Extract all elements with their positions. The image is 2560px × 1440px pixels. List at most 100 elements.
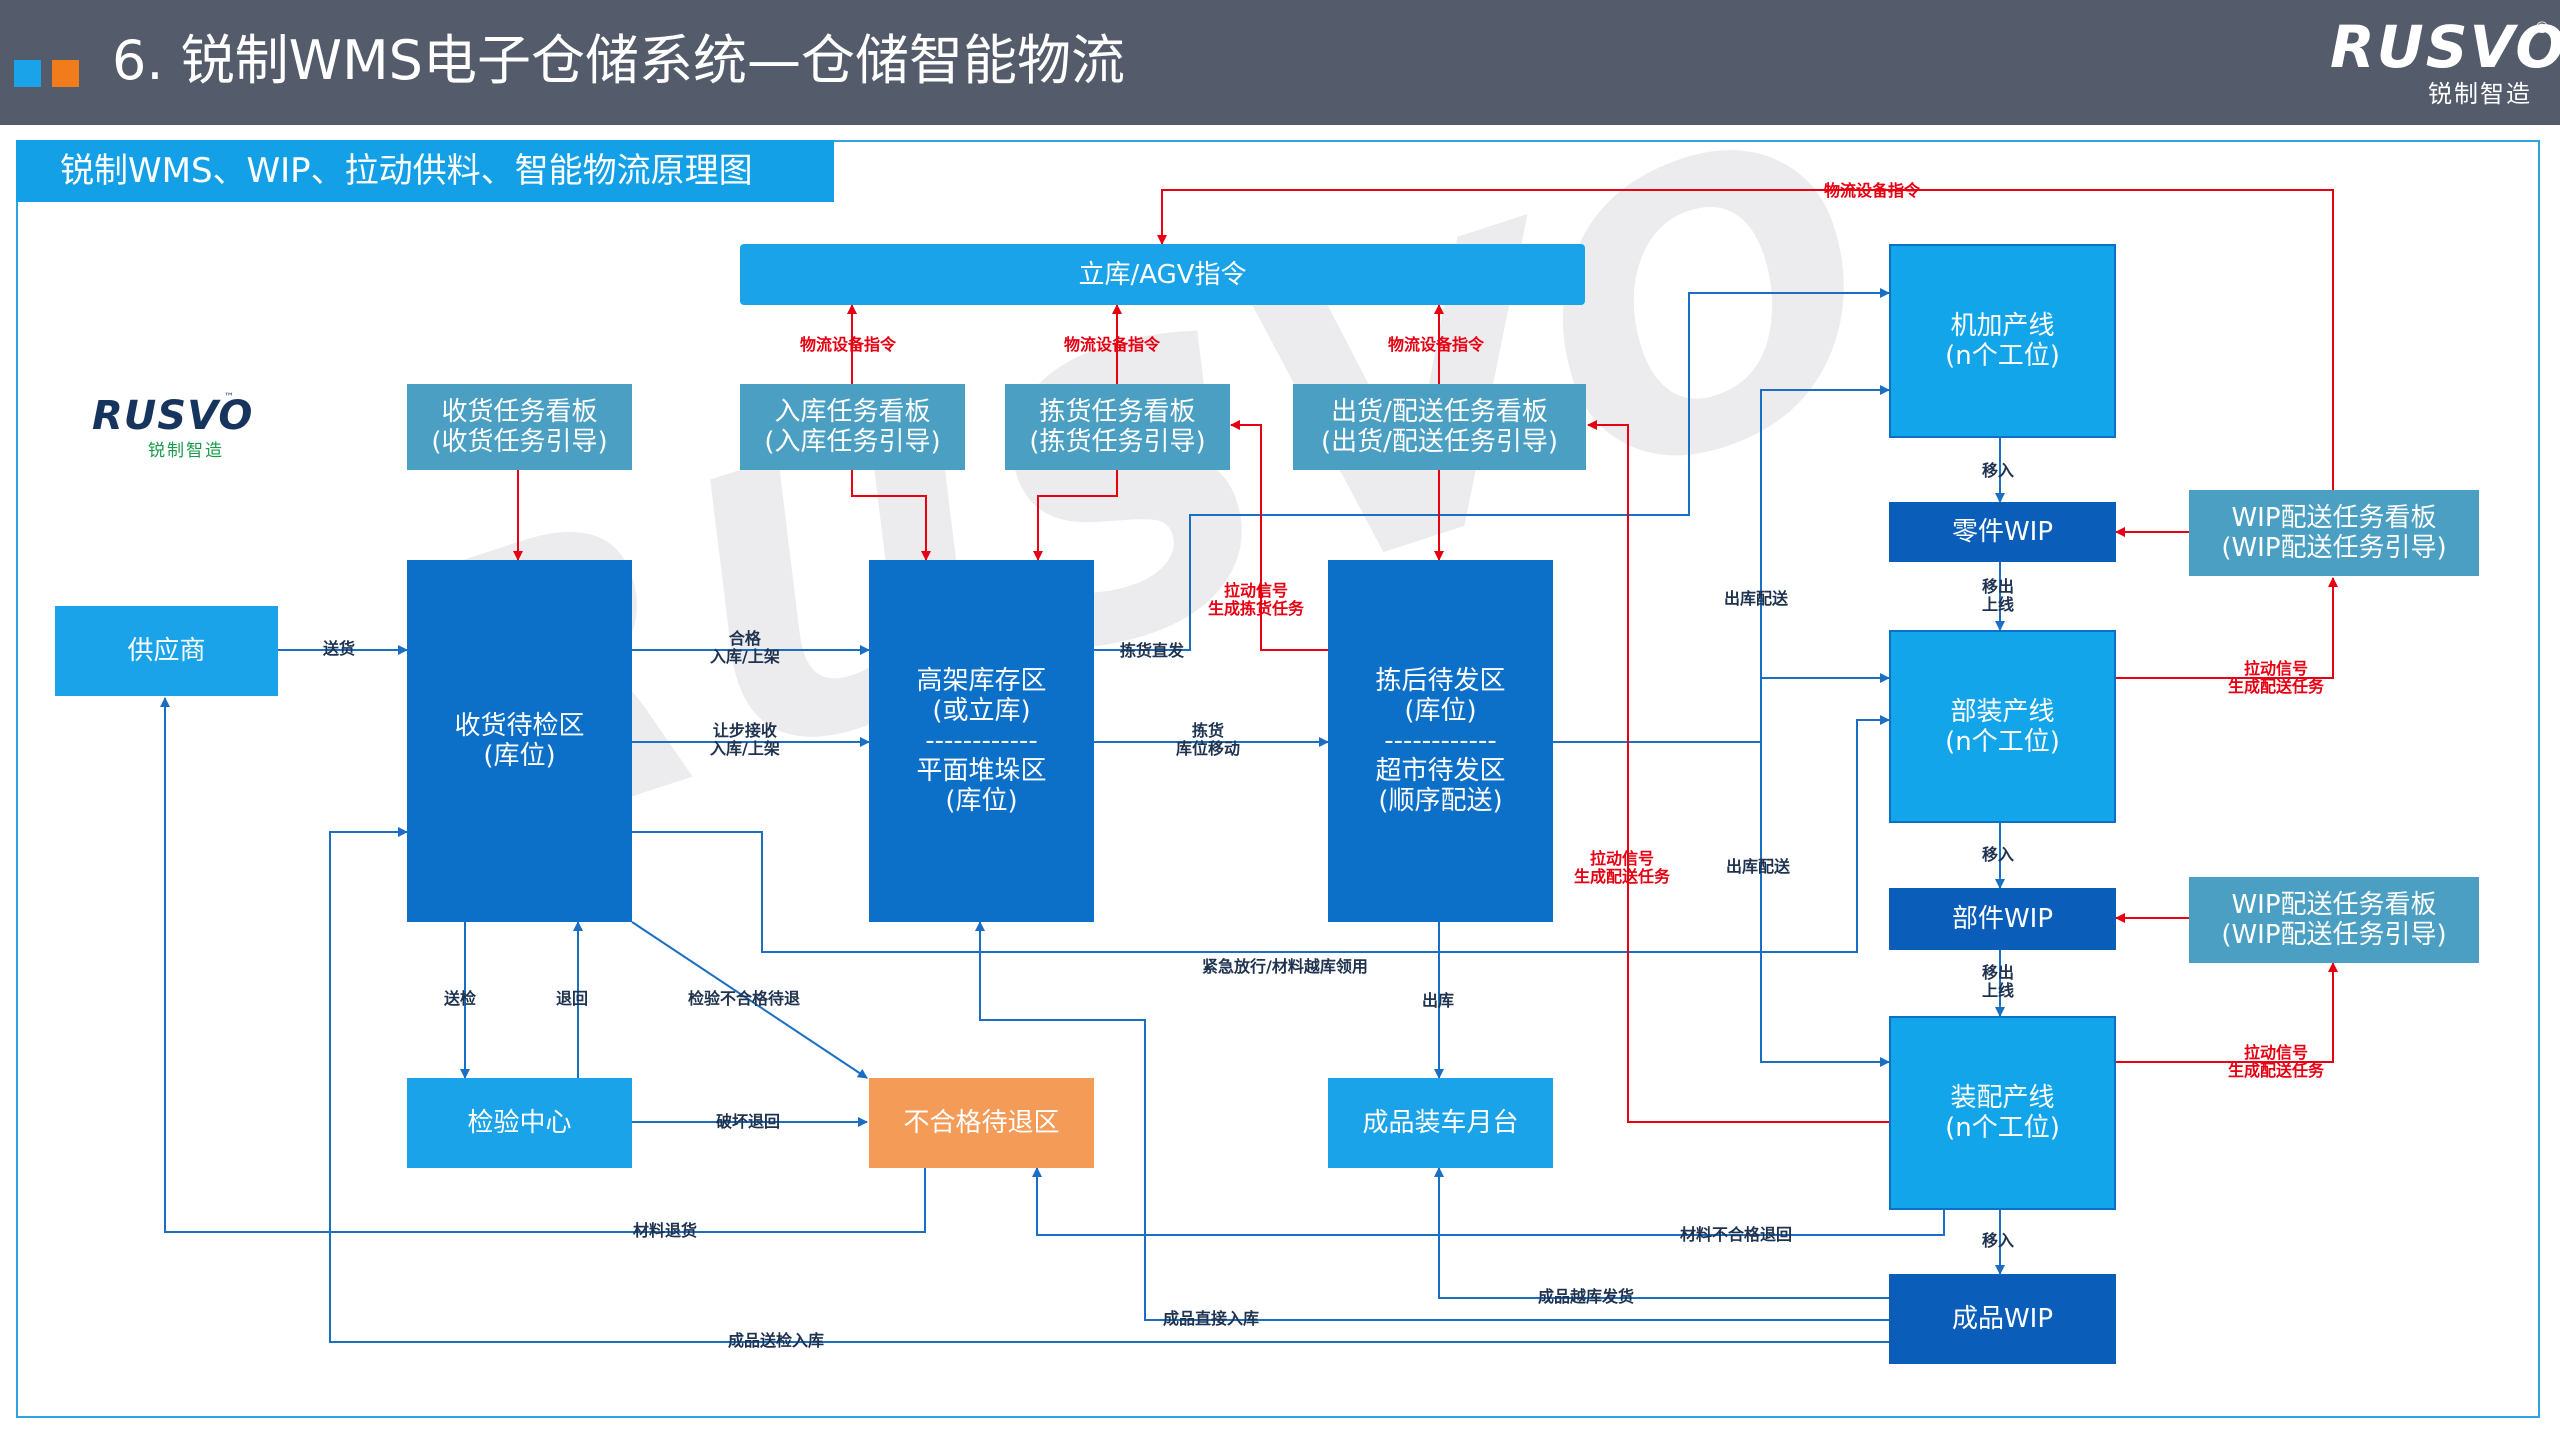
board-wip1-sub: (WIP配送任务引导) — [2221, 533, 2447, 563]
arrow-finished-crossdock — [1434, 1167, 1889, 1299]
arrow-inspect-reject — [631, 921, 868, 1079]
board-ship-title: 出货/配送任务看板 — [1331, 397, 1548, 427]
loading-dock-node[interactable]: 成品装车月台 — [1328, 1078, 1553, 1168]
stack-area-label: 平面堆垛区 — [916, 756, 1047, 786]
label-pull-wip1-a: 拉动信号 — [2244, 659, 2309, 678]
components-wip-node[interactable]: 部件WIP — [1889, 888, 2116, 950]
machining-line-node[interactable]: 机加产线 (n个工位) — [1889, 244, 2116, 438]
picking-sub: (库位) — [1404, 696, 1477, 726]
label-pick-direct: 拣货直发 — [1120, 641, 1185, 660]
label-pull-pick: 拉动信号 生成拣货任务 — [1208, 582, 1304, 618]
label-move-out-1b: 上线 — [1982, 595, 2015, 614]
board-wip2-title: WIP配送任务看板 — [2231, 890, 2437, 920]
label-pull-delivery: 拉动信号 生成配送任务 — [1574, 850, 1670, 886]
label-pull-pick-a: 拉动信号 — [1224, 581, 1289, 600]
inspection-label: 检验中心 — [467, 1108, 572, 1138]
label-move-out-1a: 移出 — [1982, 577, 2015, 596]
label-ship-out: 出库 — [1422, 991, 1455, 1010]
label-pick: 拣货 — [1192, 721, 1225, 740]
logo-brand-text: RUSVO — [2330, 13, 2560, 81]
board-receive[interactable]: 收货任务看板 (收货任务引导) — [407, 384, 632, 470]
header-square-blue — [14, 60, 41, 87]
header-square-orange — [52, 60, 79, 87]
label-concession-inbound: 让步接收 入库/上架 — [710, 722, 780, 758]
label-material-reject-return: 材料不合格退回 — [1680, 1225, 1793, 1244]
board-inbound[interactable]: 入库任务看板 (入库任务引导) — [740, 384, 965, 470]
label-outbound-2: 出库配送 — [1726, 857, 1791, 876]
supplier-node[interactable]: 供应商 — [55, 606, 278, 696]
subassembly-line-node[interactable]: 部装产线 (n个工位) — [1889, 630, 2116, 823]
arrow-red-pull-wip1 — [2114, 577, 2338, 679]
side-logo-subtext: 锐制智造 — [148, 441, 224, 461]
arrow-red-board-pick — [1033, 470, 1118, 561]
stack-area-sub: (库位) — [945, 786, 1018, 816]
arrow-red-board-inbound — [851, 470, 931, 561]
board-ship[interactable]: 出货/配送任务看板 (出货/配送任务引导) — [1293, 384, 1586, 470]
label-pull-delivery-a: 拉动信号 — [1590, 849, 1655, 868]
parts-wip-node[interactable]: 零件WIP — [1889, 502, 2116, 562]
side-logo-mark: ™ — [224, 392, 234, 403]
label-cmd-top: 物流设备指令 — [1824, 181, 1921, 200]
arrow-outbound-3 — [1760, 385, 1890, 742]
subassembly-label: 部装产线 — [1950, 696, 2055, 727]
board-wip-2[interactable]: WIP配送任务看板 (WIP配送任务引导) — [2189, 877, 2479, 963]
label-move-out-2: 移出 上线 — [1982, 964, 2014, 1000]
label-finished-direct: 成品直接入库 — [1163, 1309, 1260, 1328]
storage-area-node[interactable]: 高架库存区 (或立库) ------------ 平面堆垛区 (库位) — [869, 560, 1094, 922]
components-wip-label: 部件WIP — [1951, 904, 2054, 934]
inspection-center-node[interactable]: 检验中心 — [407, 1078, 632, 1168]
label-location-move: 库位移动 — [1176, 739, 1241, 758]
assembly-line-node[interactable]: 装配产线 (n个工位) — [1889, 1016, 2116, 1210]
parts-wip-label: 零件WIP — [1951, 517, 2054, 547]
label-concession-shelve: 入库/上架 — [710, 739, 780, 758]
label-finished-crossdock: 成品越库发货 — [1538, 1287, 1635, 1306]
arrow-finished-direct — [975, 921, 1889, 1321]
agv-command-bar[interactable]: 立库/AGV指令 — [740, 244, 1585, 305]
board-pick-sub: (拣货任务引导) — [1029, 427, 1206, 457]
label-deliver: 送货 — [323, 639, 356, 658]
page-title: 6. 锐制WMS电子仓储系统—仓储智能物流 — [112, 29, 1125, 92]
picking-divider: ------------ — [1384, 726, 1497, 756]
arrow-red-pull-wip2 — [2114, 962, 2338, 1063]
board-pick-title: 拣货任务看板 — [1039, 397, 1196, 427]
label-move-in-1: 移入 — [1982, 461, 2015, 480]
board-inbound-sub: (入库任务引导) — [764, 427, 941, 457]
arrow-outbound-2 — [1760, 742, 1890, 1067]
label-pull-pick-b: 生成拣货任务 — [1208, 599, 1305, 618]
label-move-out-2b: 上线 — [1982, 981, 2015, 1000]
assembly-sub: (n个工位) — [1945, 1113, 2060, 1143]
board-inbound-title: 入库任务看板 — [774, 397, 931, 427]
board-pick[interactable]: 拣货任务看板 (拣货任务引导) — [1005, 384, 1230, 470]
board-wip-1[interactable]: WIP配送任务看板 (WIP配送任务引导) — [2189, 490, 2479, 576]
diagram-title: 锐制WMS、WIP、拉动供料、智能物流原理图 — [16, 140, 834, 202]
storage-divider: ------------ — [925, 726, 1038, 756]
supermarket-sub: (顺序配送) — [1378, 786, 1503, 816]
label-move-in-3: 移入 — [1982, 1231, 2015, 1250]
subassembly-sub: (n个工位) — [1945, 726, 2060, 757]
label-inbound-shelve: 入库/上架 — [710, 647, 780, 666]
picking-area-node[interactable]: 拣后待发区 (库位) ------------ 超市待发区 (顺序配送) — [1328, 560, 1553, 922]
receiving-label: 收货待检区 — [454, 711, 585, 741]
arrow-material-return — [160, 697, 926, 1233]
label-move-out-2a: 移出 — [1982, 963, 2015, 982]
receiving-area-node[interactable]: 收货待检区 (库位) — [407, 560, 632, 922]
logo-subtext: 锐制智造 — [2428, 80, 2532, 108]
reject-label: 不合格待退区 — [903, 1108, 1060, 1138]
label-outbound-1: 出库配送 — [1724, 589, 1789, 608]
label-pull-wip2-a: 拉动信号 — [2244, 1043, 2309, 1062]
label-move-out-1: 移出 上线 — [1982, 578, 2014, 614]
header-bar — [0, 0, 2560, 125]
arrow-finished-inspect — [329, 827, 1889, 1343]
finished-wip-label: 成品WIP — [1951, 1304, 2054, 1334]
board-ship-sub: (出货/配送任务引导) — [1320, 427, 1559, 457]
reject-area-node[interactable]: 不合格待退区 — [869, 1078, 1094, 1168]
finished-wip-node[interactable]: 成品WIP — [1889, 1274, 2116, 1364]
label-pick-move: 拣货 库位移动 — [1176, 722, 1240, 758]
diagram-frame — [16, 140, 2540, 1418]
label-cmd-ship: 物流设备指令 — [1388, 335, 1485, 354]
label-pull-wip1: 拉动信号 生成配送任务 — [2228, 660, 2324, 696]
label-inspect-reject: 检验不合格待退 — [688, 989, 801, 1008]
label-material-return: 材料退货 — [633, 1221, 698, 1240]
picking-label: 拣后待发区 — [1375, 666, 1506, 696]
